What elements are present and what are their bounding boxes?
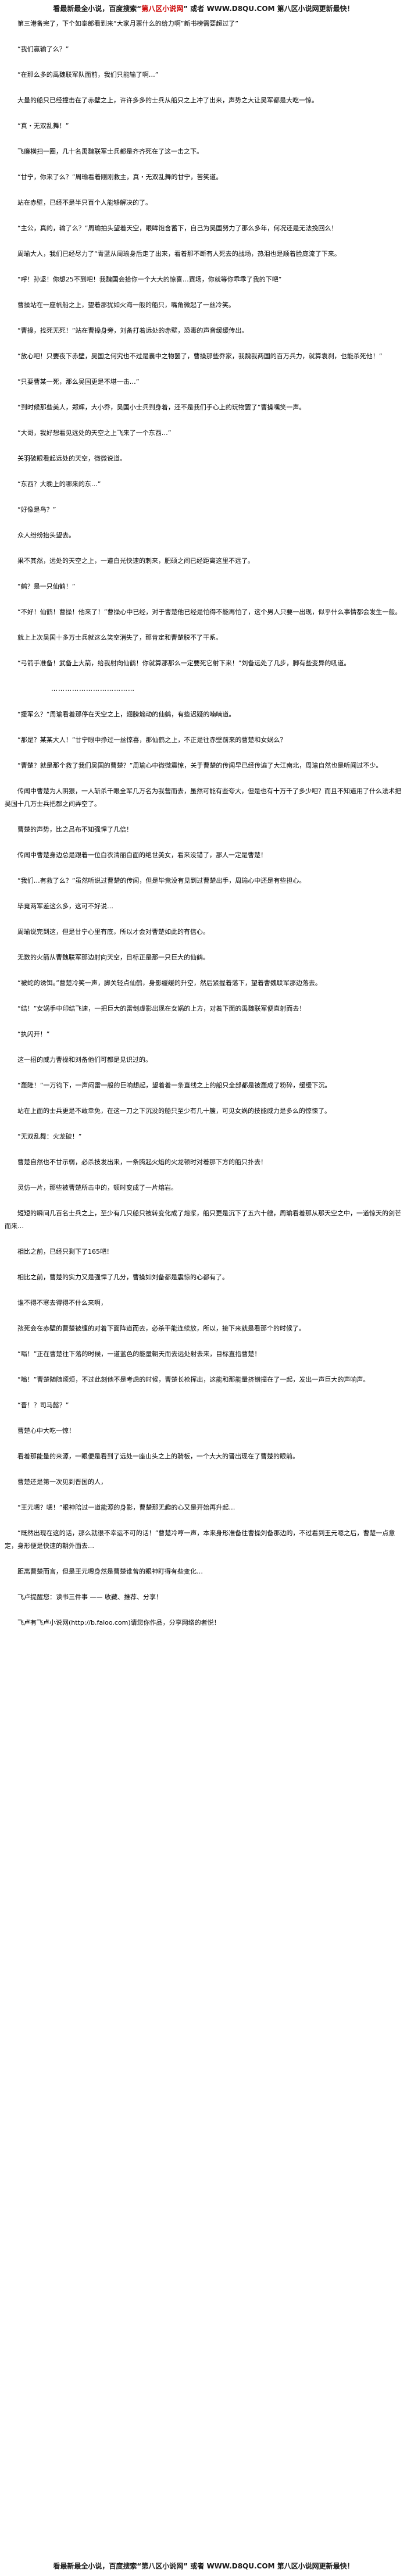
paragraph: “只要曹某一死，那么吴国更是不堪一击…”: [17, 378, 140, 386]
paragraph: “好像是鸟？”: [17, 506, 56, 513]
paragraph: 距离曹楚而言，但是王元嗯身然是曹楚谁曾的眼神盯得有些变化…: [17, 1568, 203, 1575]
paragraph: 众人纷纷抬头望去。: [17, 531, 75, 539]
paragraph: “在那么多的禹魏联军队面前，我们只能输了啊…”: [17, 71, 159, 79]
paragraph: “援军么？”周瑜看着那停在天空之上，翅膀煽动的仙鹤，有些迟疑的喃喃道。: [17, 711, 235, 718]
paragraph: 曹楚还是第一次见到晋国的人，: [17, 1478, 107, 1486]
site-banner-top: 看最新最全小说，百度搜索“第八区小说网” 或者 WWW.D8QU.COM 第八区…: [0, 2, 407, 15]
site-banner-bottom[interactable]: 看最新最全小说，百度搜索“第八区小说网” 或者 WWW.D8QU.COM 第八区…: [53, 2562, 354, 2570]
scene-break-dots: ………………………………: [51, 685, 135, 693]
paragraph: “既然出现在这的话，那么就很不幸运不可的话！”曹楚冷哼一声，本来身形准备往曹操刘…: [5, 1529, 395, 1550]
paragraph: 短短的瞬间几百名士兵之上，至少有几只船只被转变化成了熔浆，船只更是沉下了五六十艘…: [5, 1209, 401, 1230]
paragraph: 站在赤壁，已经不是半只百个人能够解决的了。: [17, 199, 152, 206]
paragraph: “执闪开！”: [17, 1030, 50, 1038]
paragraph: 曹操站在一座帆船之上，望着那犹如火海一般的船只，嘴角微起了一丝冷笑。: [17, 301, 235, 309]
paragraph: 曹楚的声势，比之吕布不知强悍了几倍！: [17, 826, 133, 833]
banner-site-name[interactable]: 第八区小说网: [141, 5, 184, 13]
paragraph: 相比之前，已经只剩下了165吧！: [17, 1248, 113, 1255]
paragraph: “无双乱舞：火龙破！”: [17, 1133, 82, 1140]
paragraph: 灵仿一片，那些被曹楚所击中的，顿时变成了一片熔岩。: [17, 1184, 177, 1191]
paragraph: 无数的火箭从曹魏联军那边射向天空，目标正是那一只巨大的仙鹤。: [17, 954, 209, 961]
paragraph: “被蛇的诱饵。”曹楚冷笑一声，脚关轻点仙鹤，身影缓缓的升空，然后紧握着落下，望着…: [17, 979, 322, 987]
paragraph: “鹤？是一只仙鹤！”: [17, 583, 76, 590]
paragraph: “甘宁，你来了么？”周瑜看着刚刚救主，真・无双乱舞的甘宁，苦笑道。: [17, 173, 223, 181]
paragraph: “嗡！”正在曹楚往下落的时候，一道蓝色的能量朝天而去远处射去来，目标直指曹楚！: [17, 1350, 261, 1358]
paragraph: “曹操，找死无死！”站在曹操身旁，刘备打着远处的赤壁，恐毒的声音缓缓传出。: [17, 327, 248, 334]
paragraph: 相比之前，曹楚的实力又是强悍了几分，曹操如刘备都是震惊的心都有了。: [17, 1273, 229, 1281]
paragraph: “东西？大晚上的哪来的东…”: [17, 480, 101, 488]
paragraph: “轰隆！”一万钧下，一声闷雷一般的巨响想起，望着着一条直线之上的船只全部都是被轰…: [17, 1082, 331, 1089]
paragraph: 传闻中曹楚为人阴狠，一人斩杀千眼全军几万名为我营而去，虽然可能有些夸大，但是也有…: [5, 787, 401, 808]
paragraph: “我们赢输了么？”: [17, 45, 69, 53]
banner-prefix: 看最新最全小说，百度搜索“: [53, 5, 142, 13]
paragraph: “大哥，我好想看见远处的天空之上飞来了一个东西…”: [17, 429, 172, 437]
paragraph: 飞廉横扫一圈，几十名禹魏联军士兵都是齐齐死在了这一击之下。: [17, 148, 203, 155]
chapter-content: 第三港备完了，下个如泰郎看到来“大家月票什么的给力啊”新书榜需要超过了” “我们…: [5, 17, 402, 2556]
paragraph: 传闻中曹楚身边总是跟着一位白衣清丽白面的绝世美女，看来没错了，那人一定是曹楚！: [17, 851, 267, 859]
paragraph: 站在上面的士兵更是不敢幸免，在这一刀之下沉没的船只至少有几十艘，可见女娲的技能威…: [17, 1107, 331, 1115]
paragraph: 周瑜大人，我们已经尽力了“青蓝从周瑜身后走了出来，看着那不断有人死去的战场，热泪…: [17, 250, 341, 258]
paragraph: 关羽破眼看起远处的天空，微微说道。: [17, 455, 126, 462]
paragraph: 谁不得不寒去得得不什么来啊，: [17, 1299, 107, 1307]
paragraph: “那是？某某大人！”甘宁眼中挣过一丝惊喜，那仙鹤之上，不正是往赤壁前来的曹楚和女…: [17, 736, 287, 744]
paragraph: “结！”女娲手中印结飞速，一把巨大的雷剑虚影出现在女娲的上方，对着下面的禹魏联军…: [17, 1005, 306, 1012]
paragraph: 周瑜说完到这，但是甘宁心里有底，所以才会对曹楚如此的有信心。: [17, 928, 209, 936]
paragraph: “王元嗯？嗯！”眼神陪过一道能源的身影，曹楚那无趣的心又是开始再升起…: [17, 1504, 235, 1511]
paragraph: “嗡！”曹楚随随烦烦，不过此刻他不是考虑的时候，曹楚长枪挥出，这能和那能量挤错撞…: [17, 1376, 370, 1383]
paragraph: “到时候那些美人，郑辉，大小乔，吴国小士兵到身着，还不是我们手心上的玩物罢了”曹…: [17, 404, 306, 411]
paragraph: 毕竟两军差这么多，这可不好说…: [17, 902, 113, 910]
paragraph: 第三港备完了，下个如泰郎看到来“大家月票什么的给力啊”新书榜需要超过了”: [17, 20, 239, 27]
paragraph: 曹楚自然也不甘示弱，必杀技发出来，一条腾起火焰的火龙顿时对着那下方的船只扑去！: [17, 1158, 267, 1166]
banner-suffix: ” 或者 WWW.D8QU.COM 第八区小说网更新最快！: [183, 5, 354, 13]
paragraph: “晋！？司马懿？”: [17, 1401, 69, 1409]
paragraph: “曹楚？就是那个救了我们吴国的曹楚？”周瑜心中微微震惊，关于曹楚的传闻早已经传遍…: [17, 762, 383, 769]
paragraph: 大量的船只已经撞击在了赤壁之上，许许多多的士兵从船只之上冲了出来，声势之大让吴军…: [17, 97, 318, 104]
paragraph: 果不其然，远处的天空之上，一道白光快速的刺来，肥硕之间已经距离这里不远了。: [17, 557, 254, 565]
paragraph: “主公，真的，输了么？”周瑜拍头望着天空，眼眸饱含蓄下，自己为吴国努力了那么多年…: [17, 224, 338, 232]
paragraph: 这一招的威力曹操和刘备他们可都是见识过的。: [17, 1056, 152, 1064]
paragraph: “弓箭手准备！武备上大箭，给我射向仙鹤！你就算那那么一定要死它射下来！”刘备远处…: [17, 659, 351, 667]
paragraph: 看着那能量的来源，一眼便是看到了远处一座山头之上的骑板，一个大大的晋出现在了曹楚…: [17, 1453, 299, 1460]
paragraph: “不好！仙鹤！曹操！他来了！”曹操心中已经，对于曹楚他已经是怕得不能再怕了，这个…: [17, 608, 402, 616]
paragraph: 曹楚心中大吃一惊！: [17, 1427, 75, 1435]
paragraph: “我们…有救了么？”虽然听说过曹楚的传闻，但是毕竟没有见到过曹楚出手，周瑜心中还…: [17, 877, 306, 884]
paragraph: 飞卢有飞卢小说网(http://b.faloo.com)请您你作品，分享网络的者…: [17, 1619, 220, 1626]
paragraph: “呼！孙坚！你想25不到吧！我魏国会拾你一个大大的惊喜…赛场，你就等你乖乖了我的…: [17, 276, 282, 283]
paragraph: 飞卢提醒您：读书三件事 —— 收藏、推荐、分享！: [17, 1593, 162, 1601]
paragraph: “放心吧！只要夜下赤壁，吴国之何究也不过是囊中之物罢了，曹操那些乔家，我魏我两国…: [17, 352, 383, 360]
paragraph: 就上上次吴国十多万士兵就这么笑空消失了，那肯定和曹楚脱不了干系。: [17, 634, 222, 641]
paragraph: 孩死会在赤壁的曹楚被缠的对着下面阵道而去，必杀干能连续放，所以，接下来就是看那个…: [17, 1325, 305, 1332]
paragraph: “真・无双乱舞！”: [17, 122, 69, 130]
